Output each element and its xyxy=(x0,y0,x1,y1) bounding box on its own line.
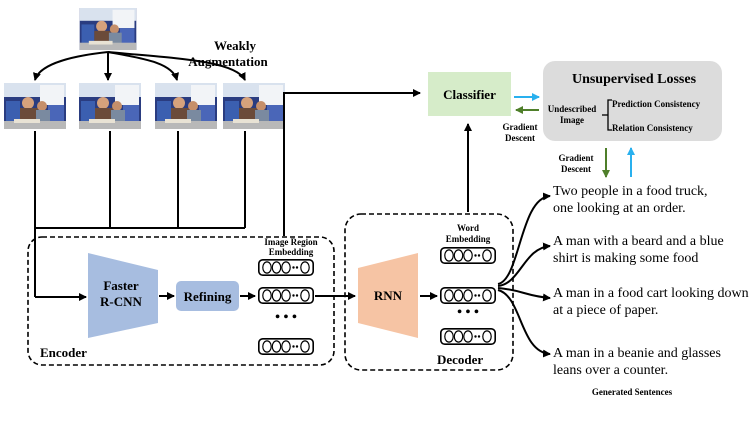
region-embedding-row-3 xyxy=(258,338,314,355)
gradient-descent-bottom-line1: Gradient xyxy=(559,153,594,163)
rnn-block xyxy=(358,253,418,338)
encoder-label: Encoder xyxy=(40,345,87,360)
faster-rcnn-label-line2: R-CNN xyxy=(100,294,142,309)
image-feed-lines xyxy=(34,131,246,301)
relation-consistency-label: Relation Consistency xyxy=(612,123,693,133)
undescribed-image-label-line1: Undescribed xyxy=(548,104,597,114)
sentence-arrows xyxy=(497,192,551,358)
generated-sentences-caption: Generated Sentences xyxy=(592,387,673,397)
gradient-descent-left-line2: Descent xyxy=(505,133,535,143)
image-region-embedding-label-line2: Embedding xyxy=(269,247,314,257)
prediction-consistency-label: Prediction Consistency xyxy=(612,99,701,109)
sentence-4-line1: A man in a beanie and glasses xyxy=(553,346,721,361)
classifier-block xyxy=(428,72,511,116)
sentence-2-line1: A man with a beard and a blue xyxy=(553,234,724,249)
gradient-descent-left-line1: Gradient xyxy=(503,122,538,132)
region-embedding-row-2 xyxy=(258,287,314,304)
augmentation-label-line2: Augmentation xyxy=(188,54,268,69)
word-embedding-row-1 xyxy=(440,247,496,264)
unsupervised-losses-box xyxy=(543,61,722,141)
augmented-image-4 xyxy=(223,83,285,129)
augmented-image-1 xyxy=(4,83,66,129)
decoder-box xyxy=(344,213,514,371)
word-embedding-row-3 xyxy=(440,328,496,345)
input-image-top xyxy=(79,8,137,50)
augmented-image-3 xyxy=(155,83,217,129)
region-embedding-row-1 xyxy=(258,259,314,276)
refining-block xyxy=(176,281,239,311)
word-embedding-row-2 xyxy=(440,287,496,304)
decoder-label: Decoder xyxy=(437,352,483,367)
word-embedding-ellipsis: • • • xyxy=(457,305,479,320)
gradient-descent-bottom-line2: Descent xyxy=(561,164,591,174)
sentence-2-line2: shirt is making some food xyxy=(553,251,698,266)
sentence-1-line1: Two people in a food truck, xyxy=(553,184,708,199)
faster-rcnn-block xyxy=(88,253,158,338)
word-embedding-label-line2: Embedding xyxy=(446,234,491,244)
sentence-1-line2: one looking at an order. xyxy=(553,201,686,216)
faster-rcnn-label-line1: Faster xyxy=(103,278,139,293)
augmented-image-2 xyxy=(79,83,141,129)
augmentation-arrows xyxy=(33,51,246,81)
encoder-box xyxy=(27,236,335,366)
encoder-to-classifier-arrow xyxy=(283,89,421,236)
undescribed-image-label-line2: Image xyxy=(560,115,584,125)
region-embedding-ellipsis: • • • xyxy=(275,310,297,325)
sentence-3-line2: at a piece of paper. xyxy=(553,303,658,318)
word-embedding-label-line1: Word xyxy=(457,223,479,233)
sentence-4-line2: leans over a counter. xyxy=(553,363,668,378)
sentence-3-line1: A man in a food cart looking down xyxy=(553,286,749,301)
refining-label: Refining xyxy=(184,289,232,304)
classifier-label: Classifier xyxy=(443,87,496,102)
unsupervised-losses-title: Unsupervised Losses xyxy=(572,72,697,87)
image-region-embedding-label-line1: Image Region xyxy=(264,237,317,247)
augmentation-label-line1: Weakly xyxy=(214,38,256,53)
rnn-label: RNN xyxy=(374,288,403,303)
